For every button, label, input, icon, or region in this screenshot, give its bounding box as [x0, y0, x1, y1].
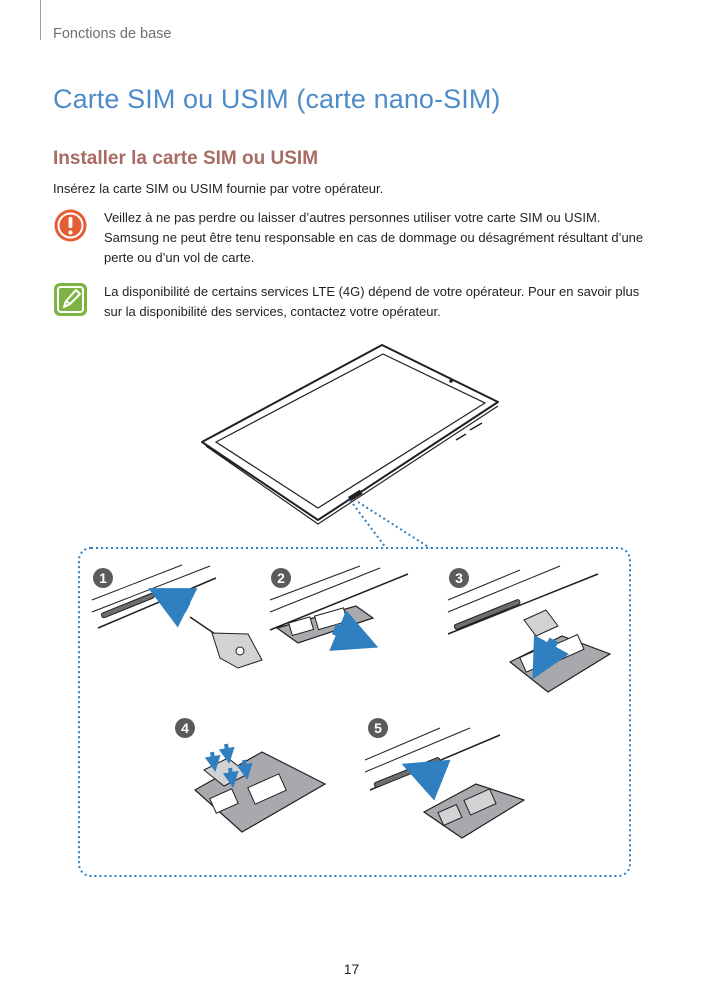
info-note-text: La disponibilité de certains services LT…	[104, 284, 640, 319]
step-badge-1: 1	[93, 568, 113, 588]
section-header: Fonctions de base	[53, 26, 172, 42]
step-badge-2: 2	[271, 568, 291, 588]
step-5-label: 5	[374, 720, 382, 736]
step-4-label: 4	[181, 720, 189, 736]
warning-note: Veillez à ne pas perdre ou laisser d’aut…	[53, 208, 653, 268]
note-pencil-icon	[54, 283, 87, 316]
step-4-illustration	[193, 743, 327, 833]
warning-note-text: Veillez à ne pas perdre ou laisser d’aut…	[104, 210, 644, 265]
detail-frame	[78, 547, 631, 877]
page-rule	[40, 0, 41, 40]
step-3-label: 3	[455, 570, 463, 586]
page-number: 17	[343, 961, 360, 977]
step-2-illustration	[269, 565, 409, 651]
step-badge-3: 3	[449, 568, 469, 588]
sim-installation-illustration: 1 2 3 4 5	[78, 344, 631, 877]
page-title: Carte SIM ou USIM (carte nano-SIM)	[53, 84, 501, 114]
step-badge-5: 5	[368, 718, 388, 738]
step-5-illustration	[364, 727, 526, 839]
intro-text: Insérez la carte SIM ou USIM fournie par…	[53, 181, 384, 196]
step-1-illustration	[91, 564, 263, 669]
info-note: La disponibilité de certains services LT…	[53, 282, 653, 322]
tablet-illustration	[201, 344, 499, 525]
step-2-label: 2	[277, 570, 285, 586]
warning-icon	[54, 209, 87, 242]
step-3-illustration	[447, 565, 612, 693]
section-subtitle: Installer la carte SIM ou USIM	[53, 148, 319, 169]
step-1-label: 1	[99, 570, 107, 586]
step-badge-4: 4	[175, 718, 195, 738]
